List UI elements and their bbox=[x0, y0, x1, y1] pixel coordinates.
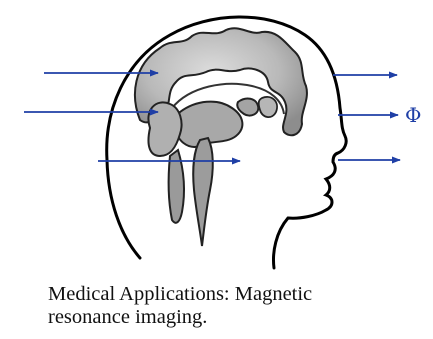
flux-symbol: Φ bbox=[405, 103, 421, 127]
caption: Medical Applications: Magnetic resonance… bbox=[48, 283, 428, 329]
caption-line-2: resonance imaging. bbox=[48, 306, 428, 329]
frontal-lobe-detail bbox=[259, 97, 277, 117]
caption-line-1: Medical Applications: Magnetic bbox=[48, 283, 428, 306]
pituitary bbox=[237, 99, 258, 116]
brainstem bbox=[193, 138, 213, 246]
cerebellum bbox=[148, 102, 181, 156]
